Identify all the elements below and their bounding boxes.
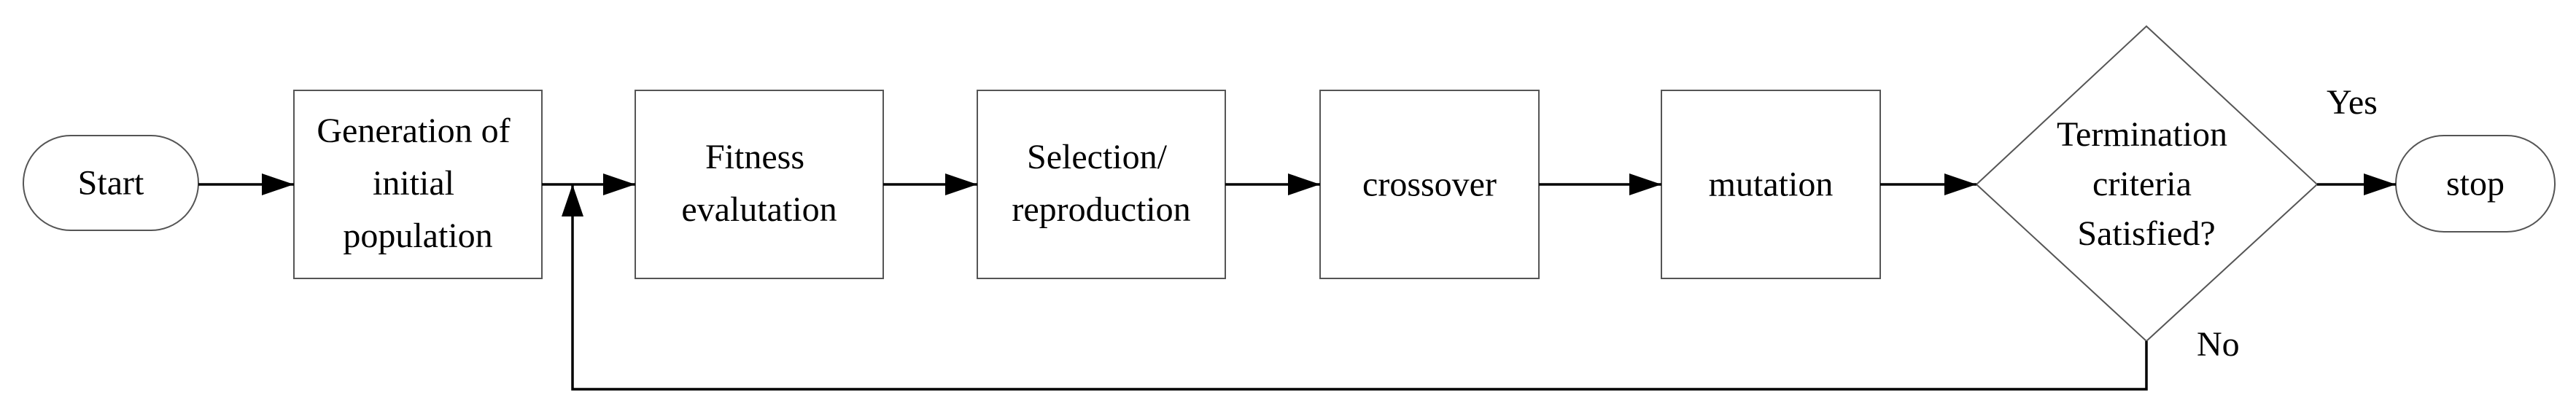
generation-label-line-3: population bbox=[343, 216, 492, 255]
selection-label-line-2: reproduction bbox=[1012, 190, 1190, 229]
fitness-box: Fitness evalutation bbox=[635, 90, 884, 279]
selection-label: Selection/ reproduction bbox=[1012, 138, 1190, 229]
generation-label: Generation of initial population bbox=[317, 112, 519, 255]
start-terminal: Start bbox=[23, 135, 199, 231]
crossover-box: crossover bbox=[1319, 90, 1540, 279]
decision-label-line-1: Termination bbox=[2057, 115, 2227, 154]
decision-label: Termination criteria Satisfied? bbox=[2057, 115, 2236, 253]
fitness-label-line-1: Fitness bbox=[705, 138, 804, 176]
decision-label-line-2: criteria bbox=[2092, 165, 2192, 203]
mutation-label: mutation bbox=[1709, 165, 1834, 204]
arrow-no-feedback-loop bbox=[562, 184, 2148, 391]
generation-label-line-1: Generation of bbox=[317, 112, 510, 150]
selection-label-line-1: Selection/ bbox=[1027, 138, 1168, 176]
start-label: Start bbox=[78, 164, 144, 203]
yes-label: Yes bbox=[2327, 83, 2378, 122]
generation-label-line-2: initial bbox=[373, 164, 454, 203]
crossover-label: crossover bbox=[1362, 165, 1497, 204]
stop-label: stop bbox=[2446, 165, 2505, 203]
fitness-label-line-2: evalutation bbox=[681, 190, 837, 229]
generation-box: Generation of initial population bbox=[293, 90, 543, 279]
stop-terminal: stop bbox=[2395, 135, 2556, 233]
selection-box: Selection/ reproduction bbox=[977, 90, 1226, 279]
decision-label-line-3: Satisfied? bbox=[2077, 214, 2215, 253]
mutation-box: mutation bbox=[1661, 90, 1881, 279]
fitness-label: Fitness evalutation bbox=[681, 138, 837, 229]
termination-decision-diamond: Termination criteria Satisfied? bbox=[1975, 25, 2319, 343]
no-label: No bbox=[2197, 325, 2240, 364]
